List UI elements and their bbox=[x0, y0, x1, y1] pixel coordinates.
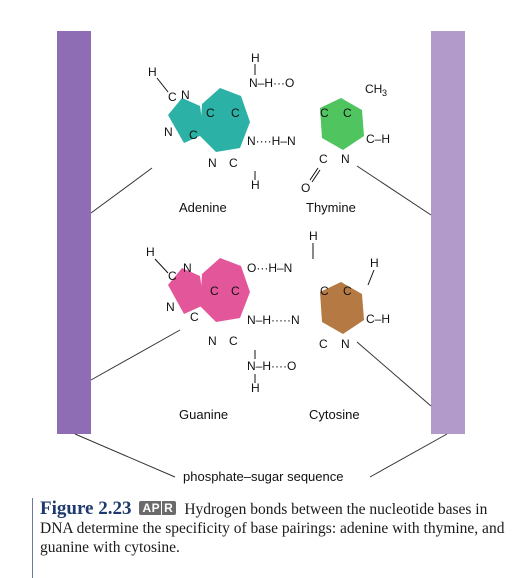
backbone-right bbox=[431, 31, 465, 434]
svg-text:C: C bbox=[343, 106, 352, 120]
svg-text:3: 3 bbox=[382, 88, 387, 98]
figure-number: Figure 2.23 bbox=[40, 498, 132, 519]
svg-text:N: N bbox=[181, 88, 190, 102]
svg-text:H: H bbox=[251, 178, 260, 192]
svg-text:H: H bbox=[251, 51, 260, 65]
svg-text:N····H–N: N····H–N bbox=[247, 134, 296, 148]
cytosine-molecule bbox=[320, 282, 364, 334]
svg-text:C: C bbox=[189, 128, 198, 142]
adenine-ring-large bbox=[200, 88, 250, 152]
svg-text:C: C bbox=[320, 106, 329, 120]
svg-text:C: C bbox=[343, 284, 352, 298]
backbone-left bbox=[57, 31, 91, 434]
svg-text:C–H: C–H bbox=[366, 132, 390, 146]
svg-text:N: N bbox=[208, 156, 217, 170]
svg-text:N: N bbox=[341, 337, 350, 351]
svg-text:C: C bbox=[319, 152, 328, 166]
cytosine-label: Cytosine bbox=[309, 407, 360, 422]
svg-text:C: C bbox=[210, 284, 219, 298]
svg-text:N: N bbox=[341, 152, 350, 166]
svg-text:C: C bbox=[206, 106, 215, 120]
svg-text:N–H·····N: N–H·····N bbox=[247, 313, 300, 327]
svg-text:N: N bbox=[164, 125, 173, 139]
svg-text:N: N bbox=[208, 334, 217, 348]
svg-text:CH: CH bbox=[365, 82, 382, 96]
svg-text:C: C bbox=[229, 156, 238, 170]
svg-text:H: H bbox=[146, 245, 155, 259]
svg-text:H: H bbox=[309, 229, 318, 243]
thymine-label: Thymine bbox=[306, 200, 356, 215]
adenine-label: Adenine bbox=[179, 200, 227, 215]
svg-text:H: H bbox=[148, 65, 157, 79]
caption-text: Hydrogen bonds between the nucleotide ba… bbox=[40, 501, 505, 557]
svg-text:N: N bbox=[183, 261, 192, 275]
badge-right-text: R bbox=[161, 501, 174, 515]
adenine-molecule bbox=[168, 88, 250, 152]
guanine-ring-small bbox=[168, 268, 204, 314]
svg-text:C: C bbox=[168, 90, 177, 104]
connector-lines bbox=[74, 165, 448, 478]
guanine-ring-large bbox=[200, 258, 250, 322]
adenine-thymine-atoms: H C N C C N C N C H N–H···O N····H–N H C… bbox=[148, 51, 390, 195]
svg-text:N: N bbox=[166, 300, 175, 314]
svg-text:C: C bbox=[168, 269, 177, 283]
svg-text:N–H····O: N–H····O bbox=[247, 359, 296, 373]
adenine-ring-small bbox=[168, 98, 204, 143]
svg-text:C: C bbox=[320, 284, 329, 298]
svg-text:O···H–N: O···H–N bbox=[247, 261, 292, 275]
svg-text:C: C bbox=[231, 106, 240, 120]
guanine-molecule bbox=[168, 258, 250, 322]
svg-text:C: C bbox=[319, 337, 328, 351]
svg-text:C–H: C–H bbox=[366, 312, 390, 326]
badge-left-text: AP bbox=[142, 501, 161, 515]
svg-text:C: C bbox=[229, 334, 238, 348]
svg-text:O: O bbox=[301, 181, 310, 195]
thymine-molecule bbox=[320, 98, 364, 150]
svg-text:H: H bbox=[251, 381, 260, 395]
guanine-label: Guanine bbox=[179, 407, 228, 422]
caption-rule bbox=[32, 498, 33, 578]
svg-text:C: C bbox=[231, 284, 240, 298]
svg-text:N–H···O: N–H···O bbox=[249, 76, 294, 90]
svg-text:C: C bbox=[190, 310, 199, 324]
thymine-ring bbox=[320, 98, 364, 150]
guanine-cytosine-atoms: H C N C C N C N C O···H–N H N–H·····N N–… bbox=[146, 229, 390, 395]
backbone-label: phosphate–sugar sequence bbox=[183, 469, 343, 484]
cytosine-ring bbox=[320, 282, 364, 334]
svg-text:H: H bbox=[370, 256, 379, 270]
